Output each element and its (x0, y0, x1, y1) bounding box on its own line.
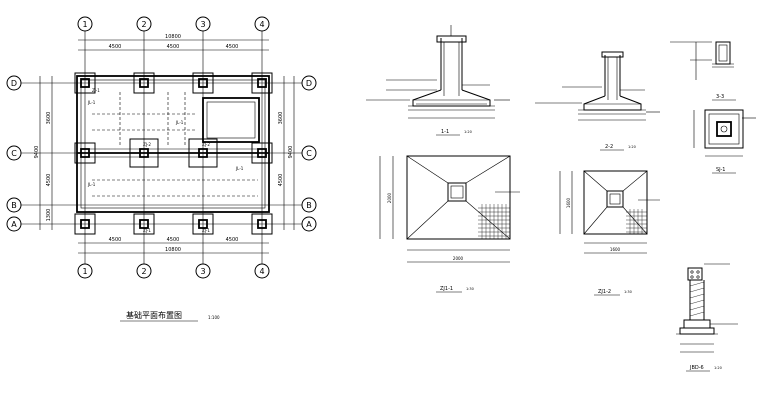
axis-label-1-top: 1 (82, 20, 87, 29)
zj1-2-scale: 1:30 (624, 290, 632, 294)
zj1-2-rebar-hatch (626, 209, 647, 234)
dimensions-right: 3600 4500 9400 (278, 76, 295, 230)
dim-bay-2-top: 4500 (167, 44, 180, 50)
axis-label-c-right: C (306, 149, 312, 158)
dim-bay-1-bottom: 4500 (109, 237, 122, 243)
beam-label-3: JL-1 (235, 166, 244, 171)
dimensions-bottom: 4500 4500 4500 10800 (78, 237, 269, 254)
dim-depth-2-right: 4500 (278, 174, 284, 187)
axis-bubbles-left: D C B A (6, 75, 22, 232)
zj1-1-dim-bottom: 2000 (453, 256, 464, 261)
axis-label-b-left: B (11, 201, 17, 210)
footing-label-c3: ZJ-2 (202, 142, 210, 147)
axis-bubbles-bottom: 1 2 3 4 (77, 263, 270, 279)
axis-label-a-right: A (306, 220, 312, 229)
axis-label-b-right: B (306, 201, 312, 210)
jbd-6-title: JBD-6 (689, 365, 704, 371)
dimensions-left: 9400 3600 4500 1300 (34, 76, 53, 230)
section-2-2: 2-2 1:20 (535, 51, 660, 151)
section-1-1: 1-1 1:20 (366, 25, 510, 136)
foundation-beams (76, 75, 270, 213)
beam-label-4: JL-1 (175, 120, 184, 125)
dim-bay-1-top: 4500 (109, 44, 122, 50)
zj1-1-rebar-hatch (478, 204, 510, 239)
section-2-2-title: 2-2 (605, 144, 613, 150)
dim-bay-3-top: 4500 (226, 44, 239, 50)
plan-scale: 1:100 (208, 315, 220, 320)
dim-total-width-top: 10800 (165, 34, 181, 40)
axis-bubbles-top: 1 2 3 4 (77, 16, 270, 32)
footings (74, 72, 273, 235)
dim-depth-1-right: 3600 (278, 112, 284, 125)
footing-label-a2: ZJ-1 (143, 228, 151, 233)
zj1-2-dim-left: 1600 (566, 197, 571, 208)
dim-bay-2-bottom: 4500 (167, 237, 180, 243)
foundation-plan: 1 2 3 4 1 2 3 4 D C B A (6, 16, 317, 322)
section-3-3: 3-3 (670, 41, 736, 101)
dim-total-depth-left: 9400 (34, 146, 40, 159)
dim-depth-3-left: 1300 (46, 209, 52, 222)
section-1-1-title: 1-1 (441, 129, 449, 135)
jbd-6-scale: 1:20 (714, 366, 722, 370)
dim-bay-3-bottom: 4500 (226, 237, 239, 243)
dim-total-width-bottom: 10800 (165, 247, 181, 253)
zj1-1-title: ZJ1-1 (440, 286, 453, 292)
section-2-2-scale: 1:20 (628, 145, 636, 149)
detail-zj1-1: 2000 2000 ZJ1-1 1:30 (379, 155, 520, 293)
axis-label-a-left: A (11, 220, 17, 229)
dim-total-depth-right: 9400 (288, 146, 294, 159)
beam-label-2: JL-1 (87, 182, 96, 187)
dim-depth-1-left: 3600 (46, 112, 52, 125)
grid-lines (21, 31, 302, 264)
detail-zj1-2: 1600 1600 ZJ1-2 1:30 (559, 170, 660, 296)
beam-label-1: JL-1 (87, 100, 96, 105)
zj1-2-dim-bottom: 1600 (610, 247, 621, 252)
axis-label-3-bottom: 3 (200, 267, 205, 276)
axis-label-4-top: 4 (259, 20, 264, 29)
jbd-6-wall-hatch (689, 281, 705, 317)
axis-label-d-left: D (11, 79, 17, 88)
axis-bubbles-right: D C B A (301, 75, 317, 232)
axis-label-1-bottom: 1 (82, 267, 87, 276)
axis-label-c-left: C (11, 149, 17, 158)
dimensions-top: 10800 4500 4500 4500 (78, 34, 269, 51)
axis-label-2-top: 2 (141, 20, 146, 29)
footing-label-c2: ZJ-2 (143, 142, 151, 147)
footing-label-a3: ZJ-1 (202, 228, 210, 233)
axis-label-3-top: 3 (200, 20, 205, 29)
section-1-1-scale: 1:20 (464, 130, 472, 134)
zj1-1-scale: 1:30 (466, 287, 474, 291)
axis-label-d-right: D (306, 79, 312, 88)
detail-jbd-6: JBD-6 1:20 (676, 263, 738, 372)
plan-title: 基础平面布置图 (126, 310, 182, 320)
zj1-1-dim-left: 2000 (387, 192, 392, 203)
axis-label-4-bottom: 4 (259, 267, 264, 276)
zj1-2-title: ZJ1-2 (598, 289, 611, 295)
detail-sj-1-title: SJ-1 (716, 167, 725, 173)
footing-label-d1: ZJ-1 (92, 88, 100, 93)
footing-labels: ZJ-2 ZJ-2 ZJ-1 ZJ-1 ZJ-1 JL-1 JL-1 JL-1 … (87, 88, 244, 233)
section-3-3-title: 3-3 (716, 94, 724, 100)
dim-depth-2-left: 4500 (46, 174, 52, 187)
detail-sj-1: SJ-1 (693, 109, 756, 174)
axis-label-2-bottom: 2 (141, 267, 146, 276)
